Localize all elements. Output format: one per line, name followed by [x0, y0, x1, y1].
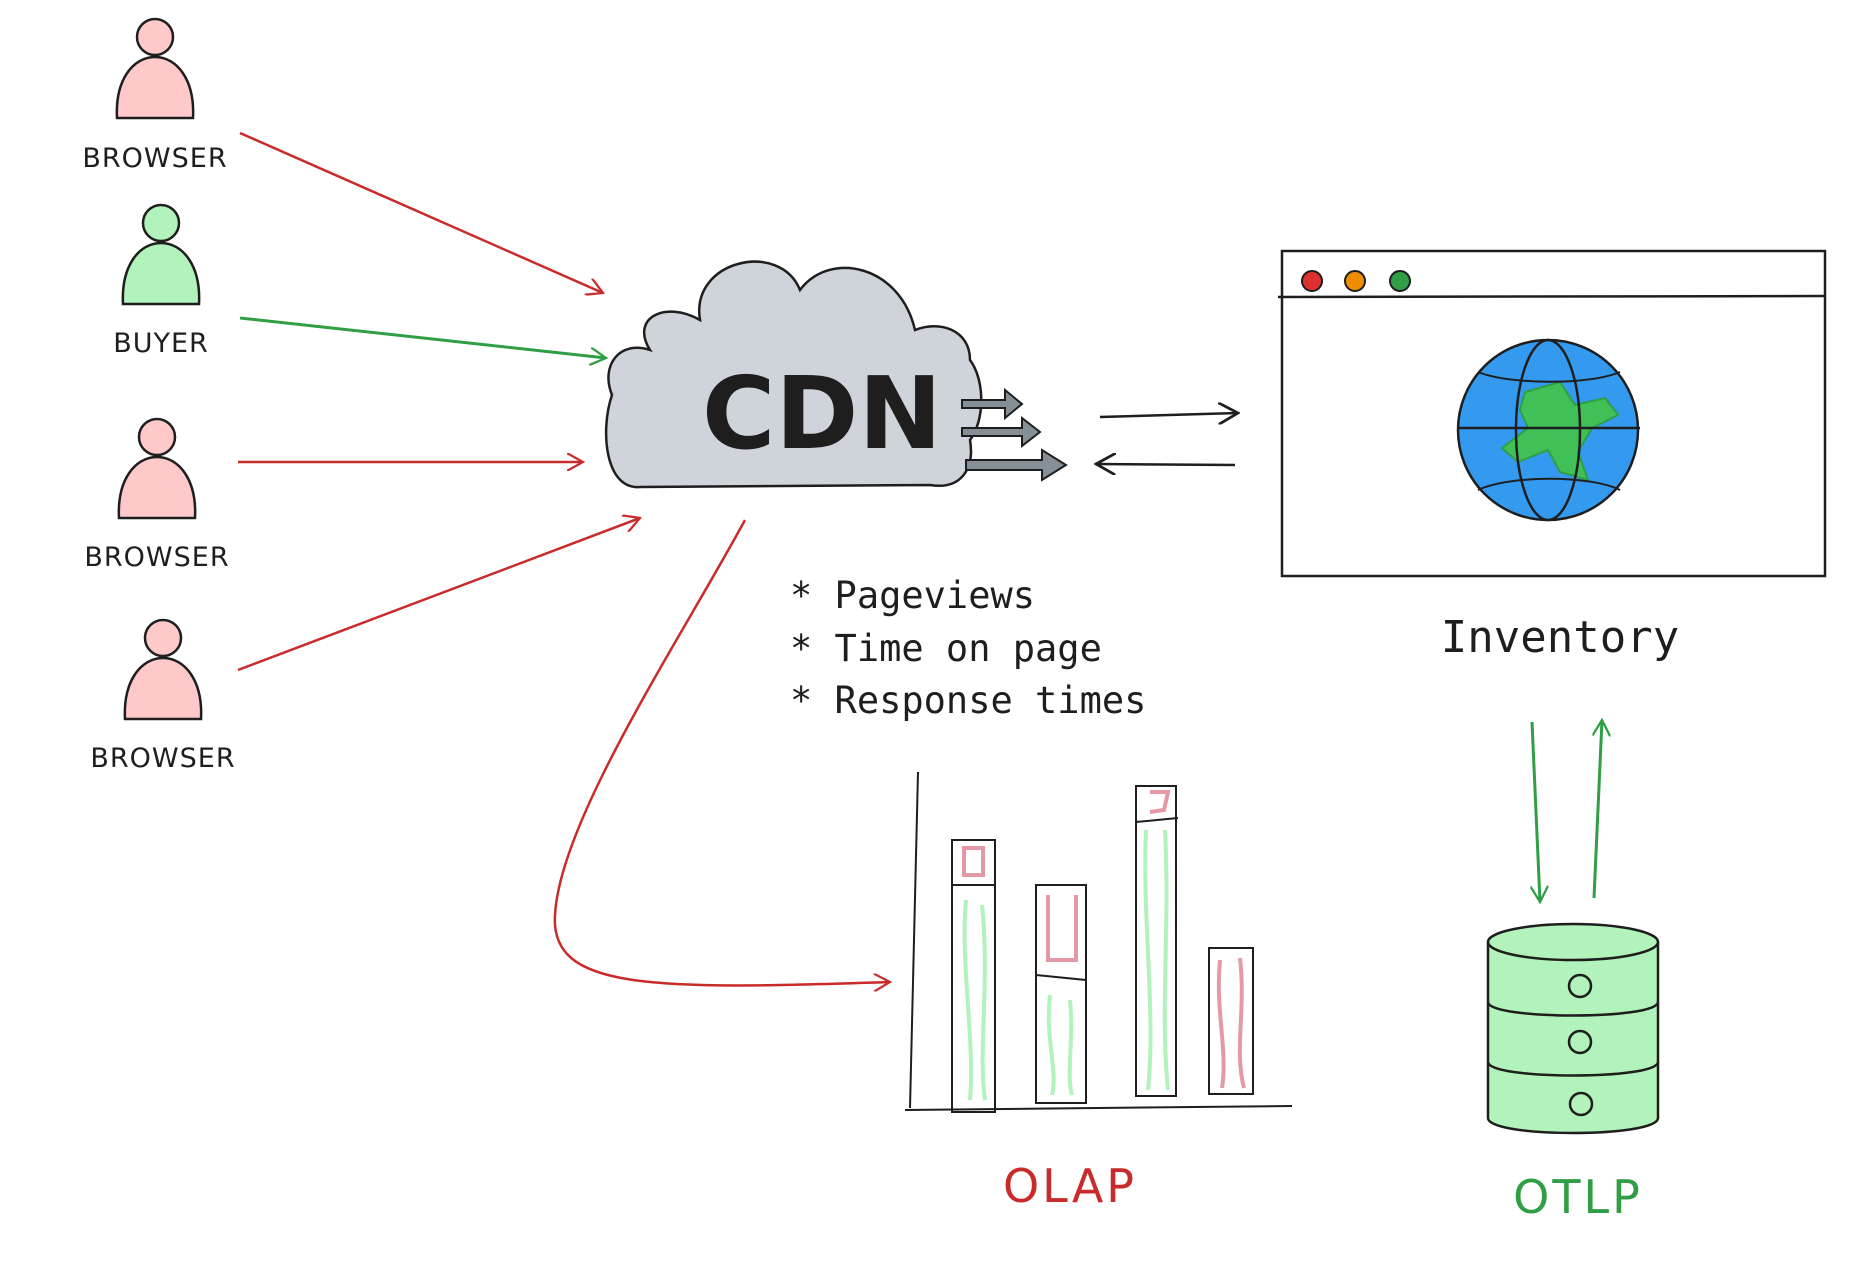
actor-label: BROWSER: [82, 143, 227, 174]
inventory-label: Inventory: [1441, 612, 1679, 663]
arrow-browser-3-to-cdn: [237, 518, 640, 672]
arrow-inventory-to-otlp: [1532, 721, 1540, 902]
metric-item: * Response times: [790, 679, 1146, 722]
person-icon: [121, 203, 201, 306]
olap-label: OLAP: [1003, 1159, 1137, 1213]
cdn-output-arrows: [961, 387, 1068, 482]
actor-label: BROWSER: [90, 743, 235, 774]
bar-chart-icon: [904, 771, 1293, 1113]
arrow-browser-1-to-cdn: [239, 131, 603, 293]
actor-browser-1: BROWSER: [82, 17, 227, 174]
metric-item: * Time on page: [790, 627, 1102, 670]
window-close-dot: [1301, 270, 1323, 292]
window-maximize-dot: [1389, 270, 1411, 292]
arrow-buyer-to-cdn: [239, 316, 606, 358]
metric-item: * Pageviews: [790, 574, 1035, 617]
cdn-cloud: CDN: [604, 260, 1068, 489]
actor-label: BUYER: [113, 328, 209, 359]
arrow-cdn-to-inventory: [1099, 413, 1238, 417]
actor-browser-3: BROWSER: [90, 618, 235, 774]
cdn-label: CDN: [702, 355, 942, 472]
otlp-label: OTLP: [1513, 1170, 1643, 1224]
person-icon: [115, 17, 195, 120]
person-icon: [123, 618, 203, 721]
inventory-window: [1277, 249, 1827, 578]
actor-label: BROWSER: [84, 542, 229, 573]
globe-icon: [1456, 338, 1640, 522]
database-icon: [1486, 922, 1660, 1135]
window-minimize-dot: [1344, 270, 1366, 292]
arrow-inventory-to-cdn: [1096, 464, 1236, 465]
person-icon: [117, 417, 197, 520]
arrow-otlp-to-inventory: [1594, 720, 1602, 899]
actor-browser-2: BROWSER: [84, 417, 229, 573]
actor-buyer: BUYER: [113, 203, 209, 359]
arrow-cdn-to-olap: [553, 519, 890, 985]
metrics-list: * Pageviews * Time on page * Response ti…: [790, 574, 1146, 722]
